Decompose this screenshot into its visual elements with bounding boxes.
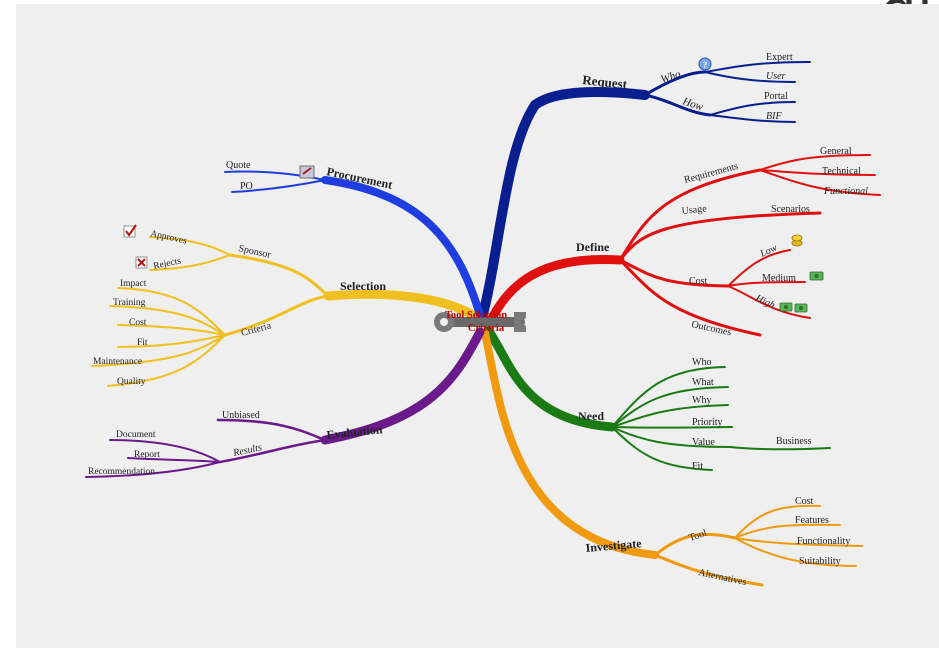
leaf-document: Document — [116, 430, 156, 440]
procurement-icon — [299, 165, 315, 179]
leaf-approves: Approves — [149, 229, 188, 247]
leaf-criteria-cost: Cost — [129, 318, 147, 328]
center-title-line1: Tool Selection — [445, 310, 507, 321]
reject-icon — [135, 256, 148, 269]
leaf-need-what: What — [692, 377, 714, 388]
branch-request — [477, 61, 811, 323]
leaf-user: User — [766, 71, 786, 82]
checkmark-icon — [123, 224, 137, 238]
node-usage: Usage — [681, 203, 708, 217]
branch-label-evaluation: Evaluation — [326, 422, 383, 442]
leaf-need-why: Why — [692, 395, 711, 406]
leaf-portal: Portal — [764, 91, 788, 102]
branch-label-request: Request — [582, 72, 629, 92]
center-title-line2: Criteria — [468, 323, 505, 334]
branch-label-need: Need — [578, 409, 604, 423]
mind-map: Request Who ? How Expert User Portal BIF… — [85, 52, 881, 588]
leaf-inv-functionality: Functionality — [797, 536, 850, 547]
branch-procurement — [224, 170, 484, 319]
branch-define — [487, 154, 881, 337]
branch-label-selection: Selection — [340, 279, 386, 293]
leaf-functional: Functional — [823, 186, 868, 197]
branch-need — [483, 325, 831, 471]
coin-icon — [791, 234, 803, 247]
leaf-inv-suitability: Suitability — [799, 556, 841, 567]
leaf-inv-features: Features — [795, 515, 829, 526]
cash-icon — [809, 271, 824, 281]
leaf-quality: Quality — [117, 377, 146, 387]
leaf-training: Training — [113, 298, 146, 308]
branch-selection — [91, 236, 483, 387]
leaf-quote: Quote — [226, 160, 251, 171]
help-icon: ? — [698, 57, 712, 71]
leaf-general: General — [820, 146, 852, 157]
leaf-scenarios: Scenarios — [771, 204, 810, 215]
leaf-low: Low — [758, 242, 779, 260]
leaf-impact: Impact — [120, 279, 147, 289]
node-cost: Cost — [689, 276, 708, 287]
leaf-medium: Medium — [762, 273, 796, 284]
leaf-need-who: Who — [692, 357, 711, 368]
cash-icon — [779, 302, 808, 313]
node-criteria: Criteria — [240, 320, 273, 339]
leaf-need-fit: Fit — [692, 461, 703, 472]
node-unbiased: Unbiased — [222, 410, 260, 421]
leaf-bif: BIF — [766, 111, 782, 122]
mind-map-canvas: Request Who ? How Expert User Portal BIF… — [16, 4, 939, 648]
leaf-expert: Expert — [766, 52, 793, 63]
wrench-icon — [434, 312, 526, 332]
leaf-criteria-fit: Fit — [137, 338, 148, 348]
leaf-need-priority: Priority — [692, 417, 723, 428]
node-who: Who — [659, 68, 682, 86]
leaf-need-value: Value — [692, 437, 715, 448]
branch-label-investigate: Investigate — [585, 536, 643, 555]
node-tool: Tool — [688, 528, 709, 544]
leaf-high: High — [753, 292, 777, 311]
leaf-need-business: Business — [776, 436, 812, 447]
leaf-recommendation: Recommendation — [88, 467, 155, 477]
leaf-maintenance: Maintenance — [93, 357, 142, 367]
svg-text:?: ? — [703, 60, 708, 70]
branch-label-define: Define — [576, 240, 610, 254]
leaf-po: PO — [240, 181, 253, 192]
node-alternatives: Alternatives — [697, 567, 747, 588]
leaf-technical: Technical — [822, 166, 861, 177]
branch-investigate — [481, 329, 863, 587]
leaf-inv-cost: Cost — [795, 496, 814, 507]
branch-evaluation — [85, 327, 485, 478]
leaf-report: Report — [134, 450, 160, 460]
